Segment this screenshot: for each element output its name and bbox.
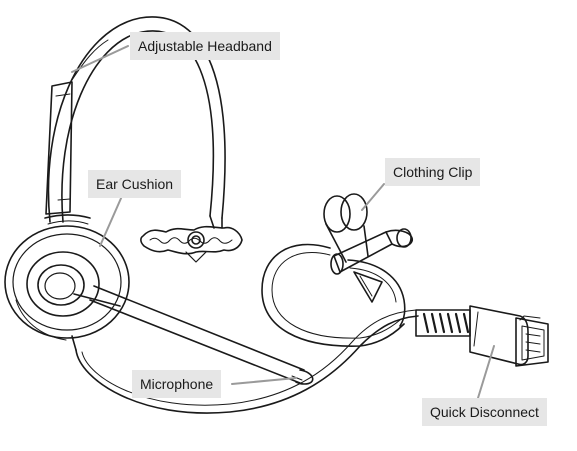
headband-slider <box>45 81 73 215</box>
leader-headband <box>71 45 129 73</box>
label-quick-disconnect: Quick Disconnect <box>422 398 547 426</box>
label-adjustable-headband: Adjustable Headband <box>130 32 280 60</box>
leader-clothing-clip <box>361 183 385 211</box>
label-microphone: Microphone <box>132 370 222 398</box>
leader-ear-cushion <box>99 195 123 247</box>
headset-cord <box>71 309 419 414</box>
label-ear-cushion: Ear Cushion <box>88 170 182 198</box>
ear-cushion <box>4 214 130 341</box>
leader-lines <box>71 45 495 399</box>
cord-loop <box>261 243 406 347</box>
leader-microphone <box>231 377 297 385</box>
temple-pad <box>140 215 243 263</box>
clothing-clip <box>323 193 414 303</box>
label-clothing-clip: Clothing Clip <box>385 158 481 186</box>
quick-disconnect <box>415 305 549 367</box>
leader-quick-disconnect <box>477 345 495 399</box>
microphone-boom <box>73 285 314 385</box>
